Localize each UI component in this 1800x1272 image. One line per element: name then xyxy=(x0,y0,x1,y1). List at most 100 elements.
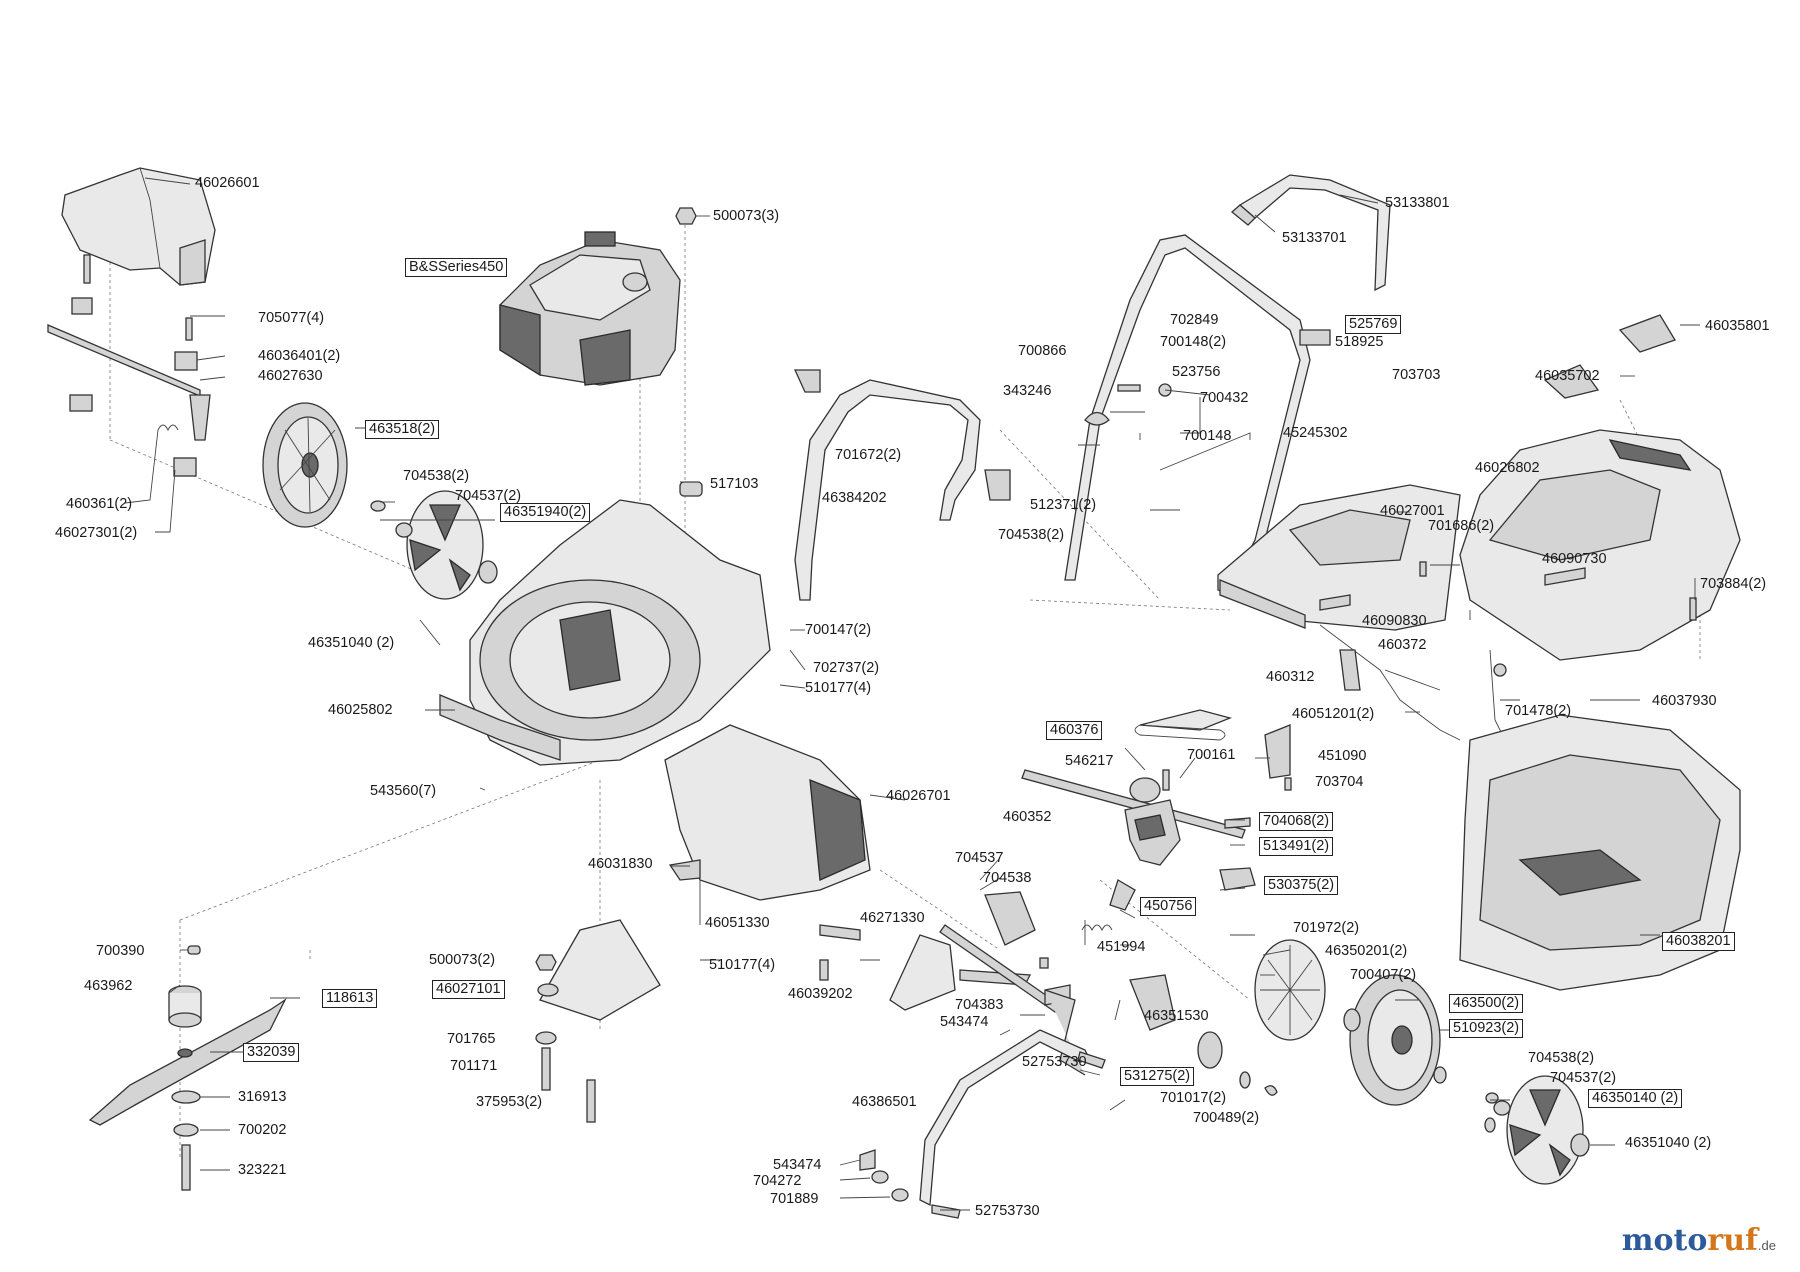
part-label: 332039 xyxy=(243,1043,300,1062)
part-label: 510177(4) xyxy=(805,680,872,696)
part-label: 704538(2) xyxy=(403,468,470,484)
part-label: 700148(2) xyxy=(1160,334,1227,350)
part-label: 700390 xyxy=(96,943,145,959)
part-label: 46350140 (2) xyxy=(1588,1089,1683,1108)
part-label: 46027101 xyxy=(432,980,505,999)
part-label: 46026802 xyxy=(1475,460,1540,476)
part-label: 46025802 xyxy=(328,702,393,718)
part-label: 701478(2) xyxy=(1505,703,1572,719)
part-label: 543560(7) xyxy=(370,783,437,799)
part-label: 52753730 xyxy=(1022,1054,1087,1070)
part-label: 460372 xyxy=(1378,637,1427,653)
part-label: 701672(2) xyxy=(835,447,902,463)
part-label: 460312 xyxy=(1266,669,1315,685)
part-label: 701017(2) xyxy=(1160,1090,1227,1106)
lower-handle xyxy=(793,369,1011,601)
part-label: 500073(2) xyxy=(429,952,496,968)
grass-bag xyxy=(1459,714,1741,991)
part-label: 46051201(2) xyxy=(1292,706,1375,722)
part-label: 700489(2) xyxy=(1193,1110,1260,1126)
part-label: 704537(2) xyxy=(1550,1070,1617,1086)
part-label: 701765 xyxy=(447,1031,496,1047)
part-label: 705077(4) xyxy=(258,310,325,326)
part-label: 701171 xyxy=(450,1058,498,1074)
part-label: 46351040 (2) xyxy=(308,635,395,651)
part-label: 703703 xyxy=(1392,367,1441,383)
part-label: 46027301(2) xyxy=(55,525,138,541)
brand-tld: .de xyxy=(1757,1238,1776,1253)
part-label: 46351530 xyxy=(1144,1008,1209,1024)
blade-assembly xyxy=(88,945,287,1191)
height-adjust-parts xyxy=(47,254,211,477)
drive-system xyxy=(1021,709,1292,945)
part-label: 46031830 xyxy=(588,856,653,872)
part-label: 46027630 xyxy=(258,368,323,384)
part-label: 463518(2) xyxy=(365,420,440,439)
brand-logo: motoruf.de xyxy=(1622,1223,1776,1258)
part-label: 53133801 xyxy=(1385,195,1450,211)
part-label: 518925 xyxy=(1335,334,1384,350)
engine-nut xyxy=(675,207,703,497)
engine xyxy=(499,231,681,386)
part-label: 704538(2) xyxy=(998,527,1065,543)
front-wheel xyxy=(262,402,348,528)
part-label: 700407(2) xyxy=(1350,967,1417,983)
part-label: 704068(2) xyxy=(1259,812,1334,831)
part-label: 46038201 xyxy=(1662,932,1735,951)
catcher-hood xyxy=(1459,314,1741,661)
rear-wheel xyxy=(1254,939,1496,1133)
part-label: 46026601 xyxy=(195,175,260,191)
part-label: 46384202 xyxy=(822,490,887,506)
part-label: 52753730 xyxy=(975,1203,1040,1219)
part-label: 450756 xyxy=(1140,897,1197,916)
part-label: 523756 xyxy=(1172,364,1221,380)
part-label: 45245302 xyxy=(1283,425,1348,441)
part-label: 531275(2) xyxy=(1120,1067,1195,1086)
part-label: 513491(2) xyxy=(1259,837,1334,856)
part-label: 702737(2) xyxy=(813,660,880,676)
part-label: 700148 xyxy=(1183,428,1232,444)
part-label: 46036401(2) xyxy=(258,348,341,364)
part-label: 460376 xyxy=(1046,721,1103,740)
part-label: 700147(2) xyxy=(805,622,872,638)
part-label: 460361(2) xyxy=(66,496,133,512)
catcher-rods xyxy=(1319,561,1697,741)
part-label: 510923(2) xyxy=(1449,1019,1524,1038)
part-label: 701686(2) xyxy=(1428,518,1495,534)
grass-deflector xyxy=(61,167,216,286)
part-label: 517103 xyxy=(710,476,759,492)
part-label: 702849 xyxy=(1170,312,1219,328)
leader-lines xyxy=(124,177,1700,1211)
part-label: 512371(2) xyxy=(1030,497,1097,513)
brand-name-part-a: moto xyxy=(1621,1223,1708,1258)
mower-deck xyxy=(439,499,771,766)
part-label: 375953(2) xyxy=(476,1094,543,1110)
brand-name-part-b: ruf xyxy=(1707,1223,1758,1258)
part-label: 343246 xyxy=(1003,383,1052,399)
part-label: 46090830 xyxy=(1362,613,1427,629)
part-label: 460352 xyxy=(1003,809,1052,825)
part-label: 543474 xyxy=(773,1157,822,1173)
part-label: 701889 xyxy=(770,1191,819,1207)
part-label: 543474 xyxy=(940,1014,989,1030)
part-label: B&SSeries450 xyxy=(405,258,508,277)
part-label: 510177(4) xyxy=(709,957,776,973)
part-label: 46037930 xyxy=(1652,693,1717,709)
part-label: 46035702 xyxy=(1535,368,1600,384)
wheel-cap-rear xyxy=(1485,1075,1590,1185)
part-label: 700866 xyxy=(1018,343,1067,359)
deck-hardware xyxy=(535,954,829,1123)
part-label: 53133701 xyxy=(1282,230,1347,246)
part-label: 704538 xyxy=(983,870,1032,886)
part-label: 46026701 xyxy=(886,788,951,804)
part-label: 500073(3) xyxy=(713,208,780,224)
part-label: 46351040 (2) xyxy=(1625,1135,1712,1151)
part-label: 704537 xyxy=(955,850,1004,866)
part-label: 46351940(2) xyxy=(500,503,591,522)
part-label: 700202 xyxy=(238,1122,287,1138)
part-label: 703884(2) xyxy=(1700,576,1767,592)
part-label: 46090730 xyxy=(1542,551,1607,567)
part-label: 46039202 xyxy=(788,986,853,1002)
part-label: 46386501 xyxy=(852,1094,917,1110)
